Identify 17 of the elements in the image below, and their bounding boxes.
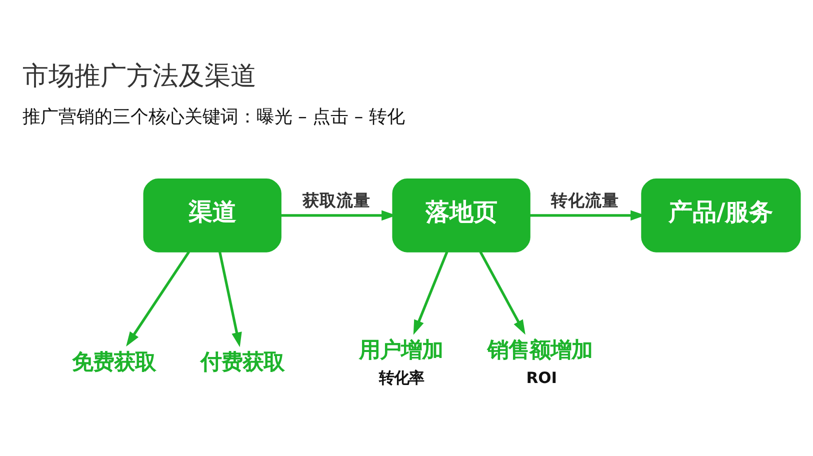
arrow: [479, 250, 526, 334]
edge-label: 获取流量: [302, 190, 370, 210]
node-text: 付费获取: [200, 349, 284, 374]
node-box: 渠道: [143, 178, 282, 252]
node-text: 用户增加: [358, 338, 443, 363]
node-text: 销售额增加: [487, 338, 592, 363]
arrow: [413, 250, 448, 334]
node-label: 转化率: [379, 368, 424, 387]
node-box: 落地页: [392, 178, 530, 252]
arrow: [218, 251, 242, 347]
node-box: 产品/服务: [641, 178, 801, 252]
edge-label: 转化流量: [551, 190, 620, 210]
node-text: 免费获取: [72, 349, 156, 374]
node-label: ROI: [526, 368, 558, 387]
label: 推广营销的三个核心关键词：曝光 – 点击 – 转化: [22, 106, 405, 127]
diagram-title: 市场推广方法及渠道: [22, 60, 256, 91]
arrow: [126, 250, 190, 346]
